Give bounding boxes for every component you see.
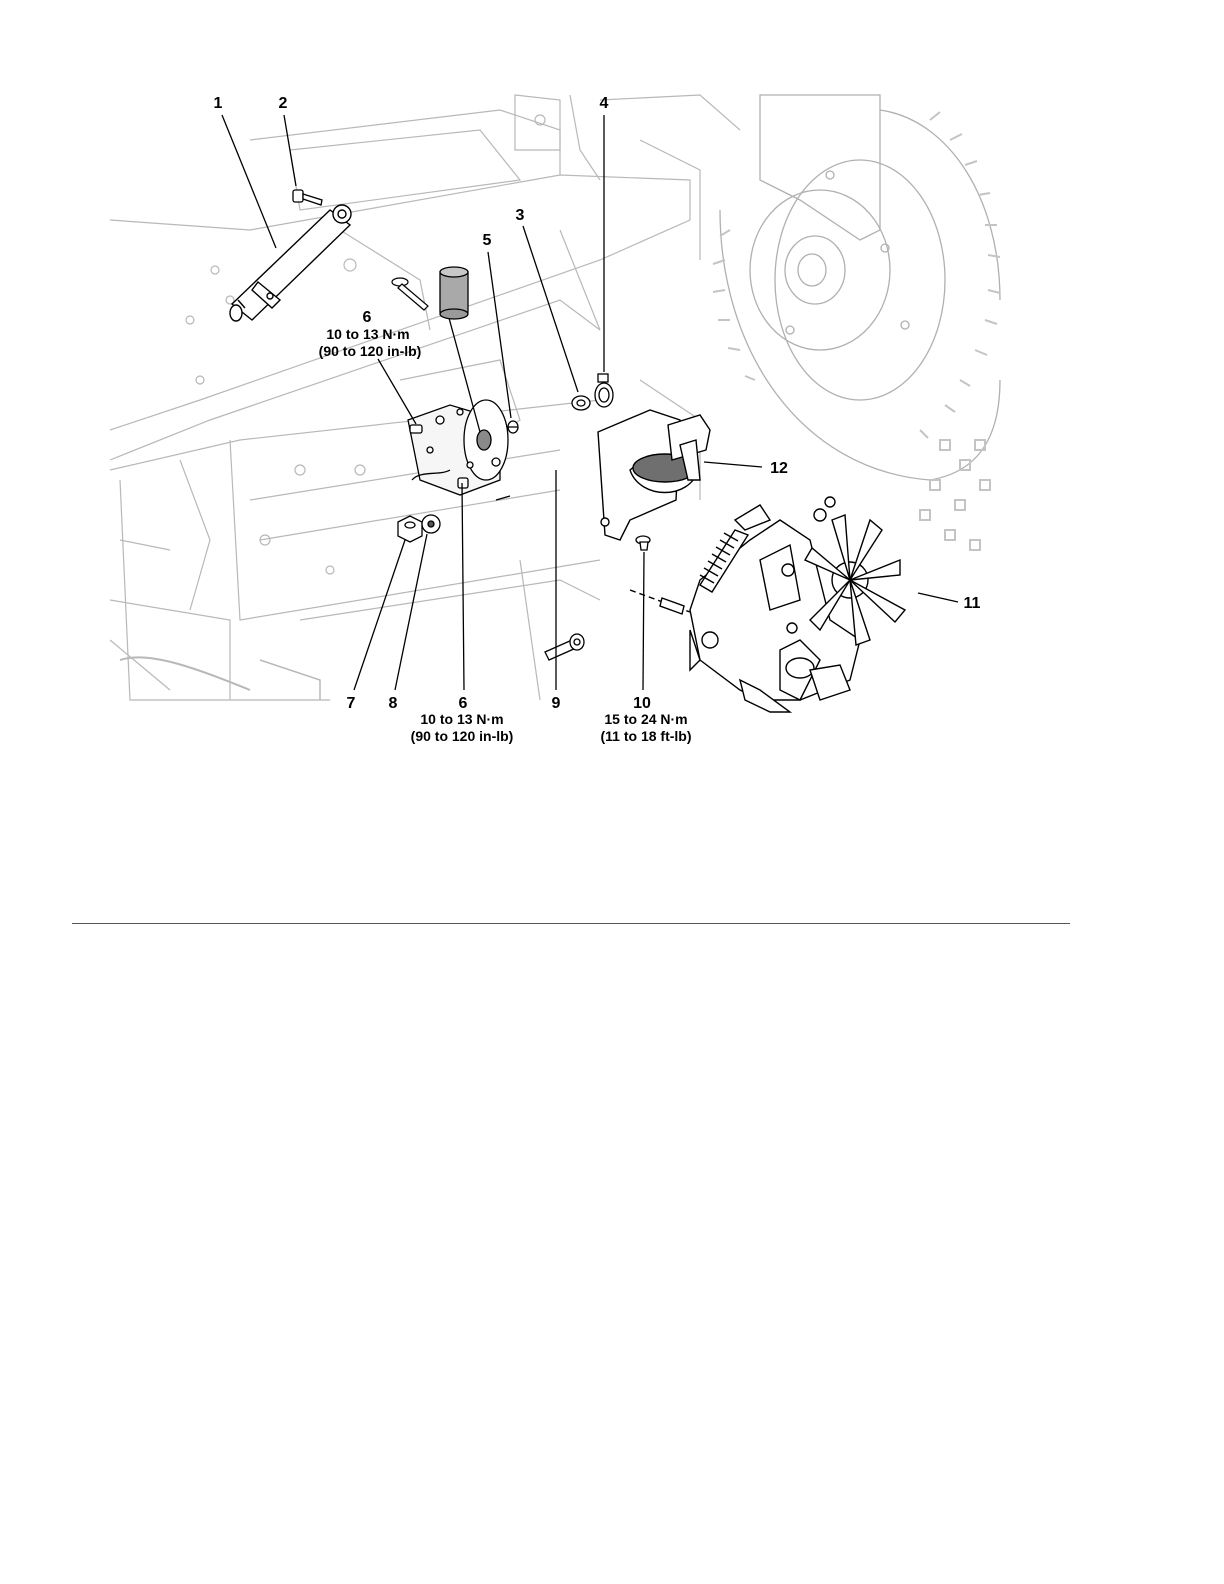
torque-spec-10-metric: 15 to 24 N·m [604, 711, 687, 727]
flat-washer-part-8 [422, 515, 440, 533]
callout-7: 7 [347, 695, 356, 712]
drive-wheel [713, 95, 1000, 550]
callout-9: 9 [552, 695, 561, 712]
callout-11: 11 [964, 595, 981, 612]
section-divider [72, 923, 1070, 924]
hose-clamp-part-4 [595, 374, 613, 407]
callout-2: 2 [279, 95, 288, 112]
torque-spec-6-lower-metric: 10 to 13 N·m [420, 711, 503, 727]
callout-labels: 1 2 3 4 5 6 10 to 13 N·m (90 to 120 in-l… [214, 95, 981, 744]
callout-5: 5 [483, 232, 492, 249]
callout-8: 8 [389, 695, 398, 712]
hex-nut-part-7 [398, 516, 422, 542]
callout-6-upper: 6 [363, 309, 372, 326]
torque-spec-6-lower-imperial: (90 to 120 in-lb) [411, 728, 514, 744]
switch-plate-assembly [408, 400, 518, 500]
washer-part-3 [572, 396, 590, 410]
machine-frame-background [110, 95, 740, 700]
sensor-bracket-part-12 [598, 410, 710, 540]
pump-fan-assembly-part-11 [630, 497, 905, 712]
callout-1: 1 [214, 95, 223, 112]
screw-part-10 [636, 536, 650, 550]
callout-3: 3 [516, 207, 525, 224]
control-knob-part-5 [440, 267, 468, 319]
callout-12: 12 [770, 460, 788, 477]
torque-spec-6-upper-metric: 10 to 13 N·m [326, 326, 409, 342]
callout-10: 10 [633, 695, 651, 712]
callout-6-lower: 6 [459, 695, 468, 712]
callout-4: 4 [600, 95, 609, 112]
bolt-part-2 [293, 190, 322, 205]
torque-spec-6-upper-imperial: (90 to 120 in-lb) [319, 343, 422, 359]
cap-screw-part-9 [545, 634, 584, 660]
torque-spec-10-imperial: (11 to 18 ft-lb) [600, 728, 691, 744]
